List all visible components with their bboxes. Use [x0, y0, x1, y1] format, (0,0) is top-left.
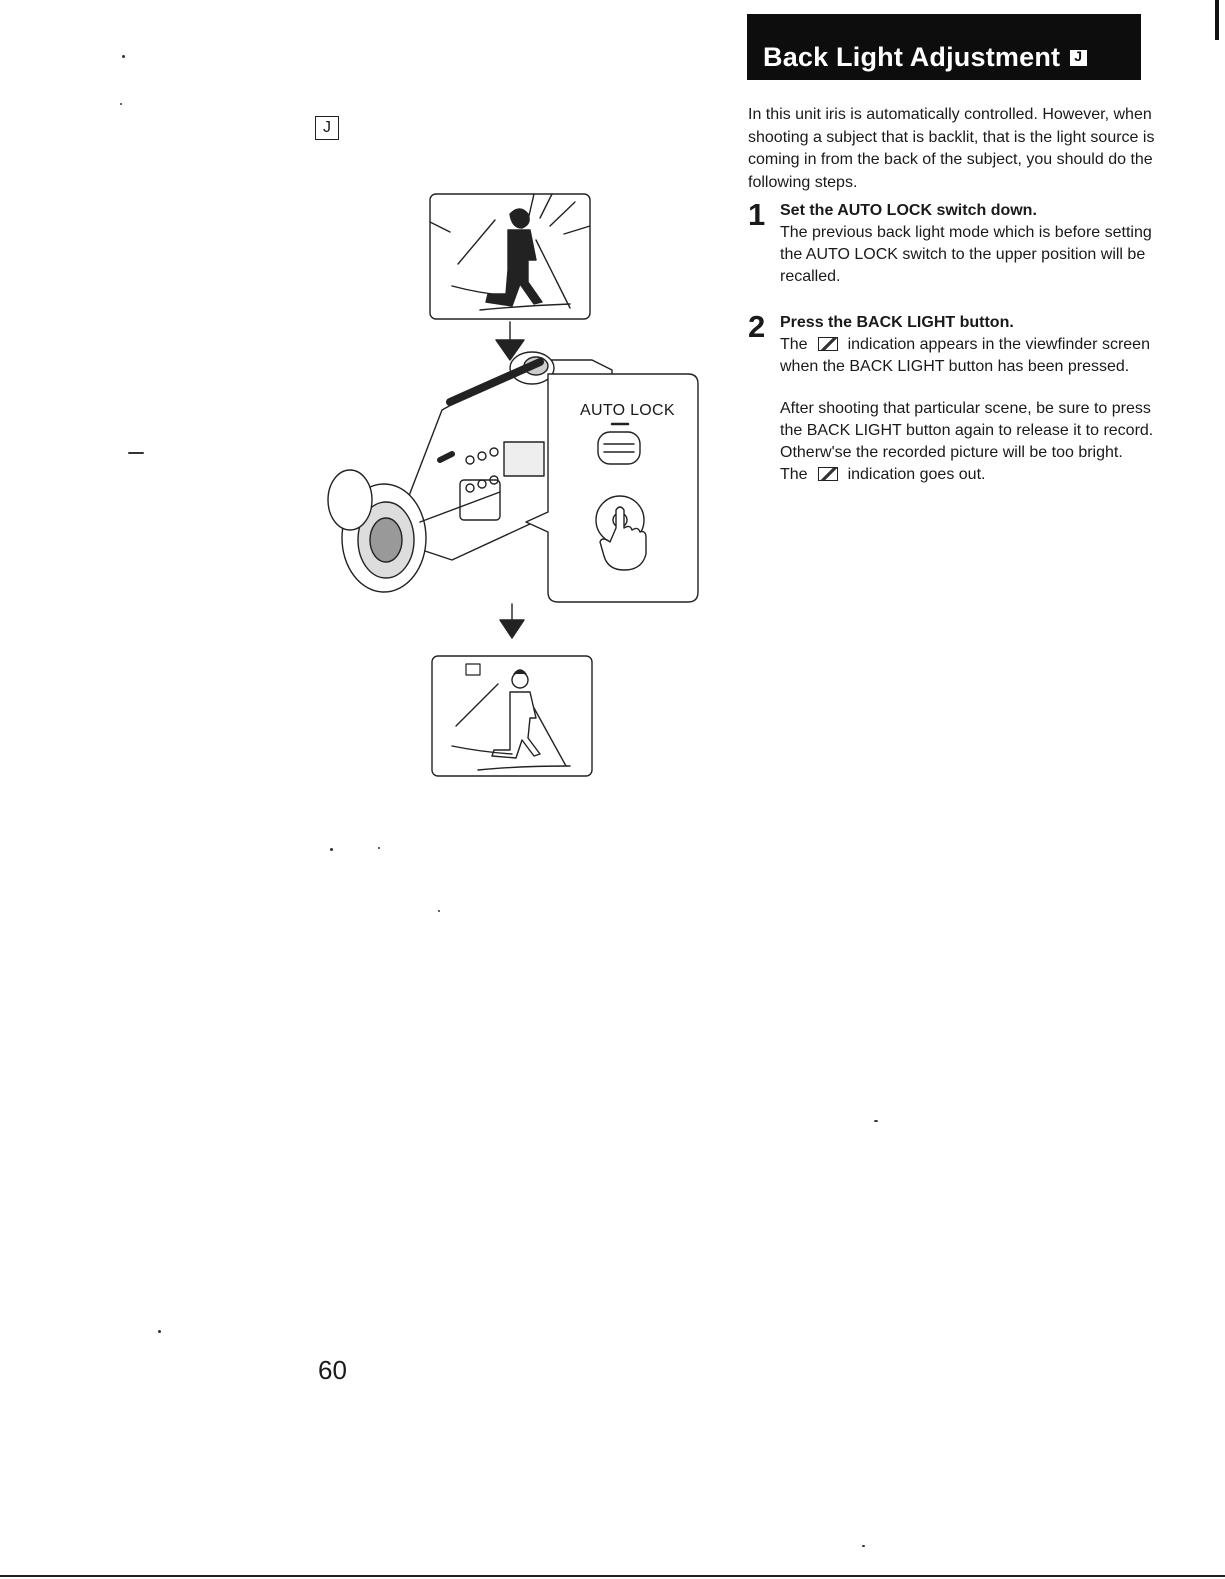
scan-speck — [122, 55, 125, 58]
scan-speck — [128, 452, 144, 454]
scan-speck — [862, 1545, 865, 1547]
auto-lock-switch-icon — [597, 422, 641, 465]
down-arrow-icon — [499, 603, 525, 639]
auto-lock-label: AUTO LOCK — [580, 402, 675, 419]
step-number: 2 — [748, 309, 766, 344]
step-text: The previous back light mode which is be… — [780, 224, 1152, 285]
step-note: After shooting that particular scene, be… — [780, 400, 1154, 461]
page-edge-mark — [1215, 0, 1219, 40]
pressing-hand-icon — [599, 506, 647, 571]
step-number: 1 — [748, 197, 766, 232]
back-light-indicator-icon — [817, 337, 838, 351]
step-note-2-lead: The — [780, 466, 808, 483]
down-arrow-icon — [495, 321, 525, 361]
skier-corrected-icon — [431, 655, 593, 777]
step-text-lead: The — [780, 336, 808, 353]
j-badge-icon — [1070, 48, 1088, 66]
skier-backlit-icon — [429, 193, 591, 320]
back-light-indicator-icon — [465, 663, 481, 676]
scan-speck — [438, 910, 440, 912]
page-number: 60 — [318, 1355, 347, 1385]
step-note-2: The indication goes out. — [780, 464, 1160, 486]
step-body: Set the AUTO LOCK switch down. The previ… — [780, 200, 1160, 288]
page-title: Back Light Adjustment — [763, 42, 1061, 72]
section-title-banner: Back Light Adjustment — [747, 14, 1141, 80]
scan-speck — [120, 103, 122, 105]
scan-speck — [378, 847, 380, 849]
step-heading: Set the AUTO LOCK switch down. — [780, 202, 1037, 219]
back-light-indicator-icon — [817, 467, 838, 481]
page-bottom-rule — [0, 1575, 1225, 1577]
back-light-illustration — [327, 193, 699, 777]
scan-speck — [330, 848, 333, 851]
step-heading: Press the BACK LIGHT button. — [780, 314, 1014, 331]
auto-lock-callout — [525, 373, 699, 603]
scan-speck — [158, 1330, 161, 1333]
section-marker: J — [315, 116, 339, 140]
step-note-2-rest: indication goes out. — [847, 466, 986, 483]
step-text-rest: indication appears in the viewfinder scr… — [780, 336, 1150, 375]
scan-speck — [874, 1120, 878, 1122]
intro-paragraph: In this unit iris is automatically contr… — [748, 106, 1155, 191]
